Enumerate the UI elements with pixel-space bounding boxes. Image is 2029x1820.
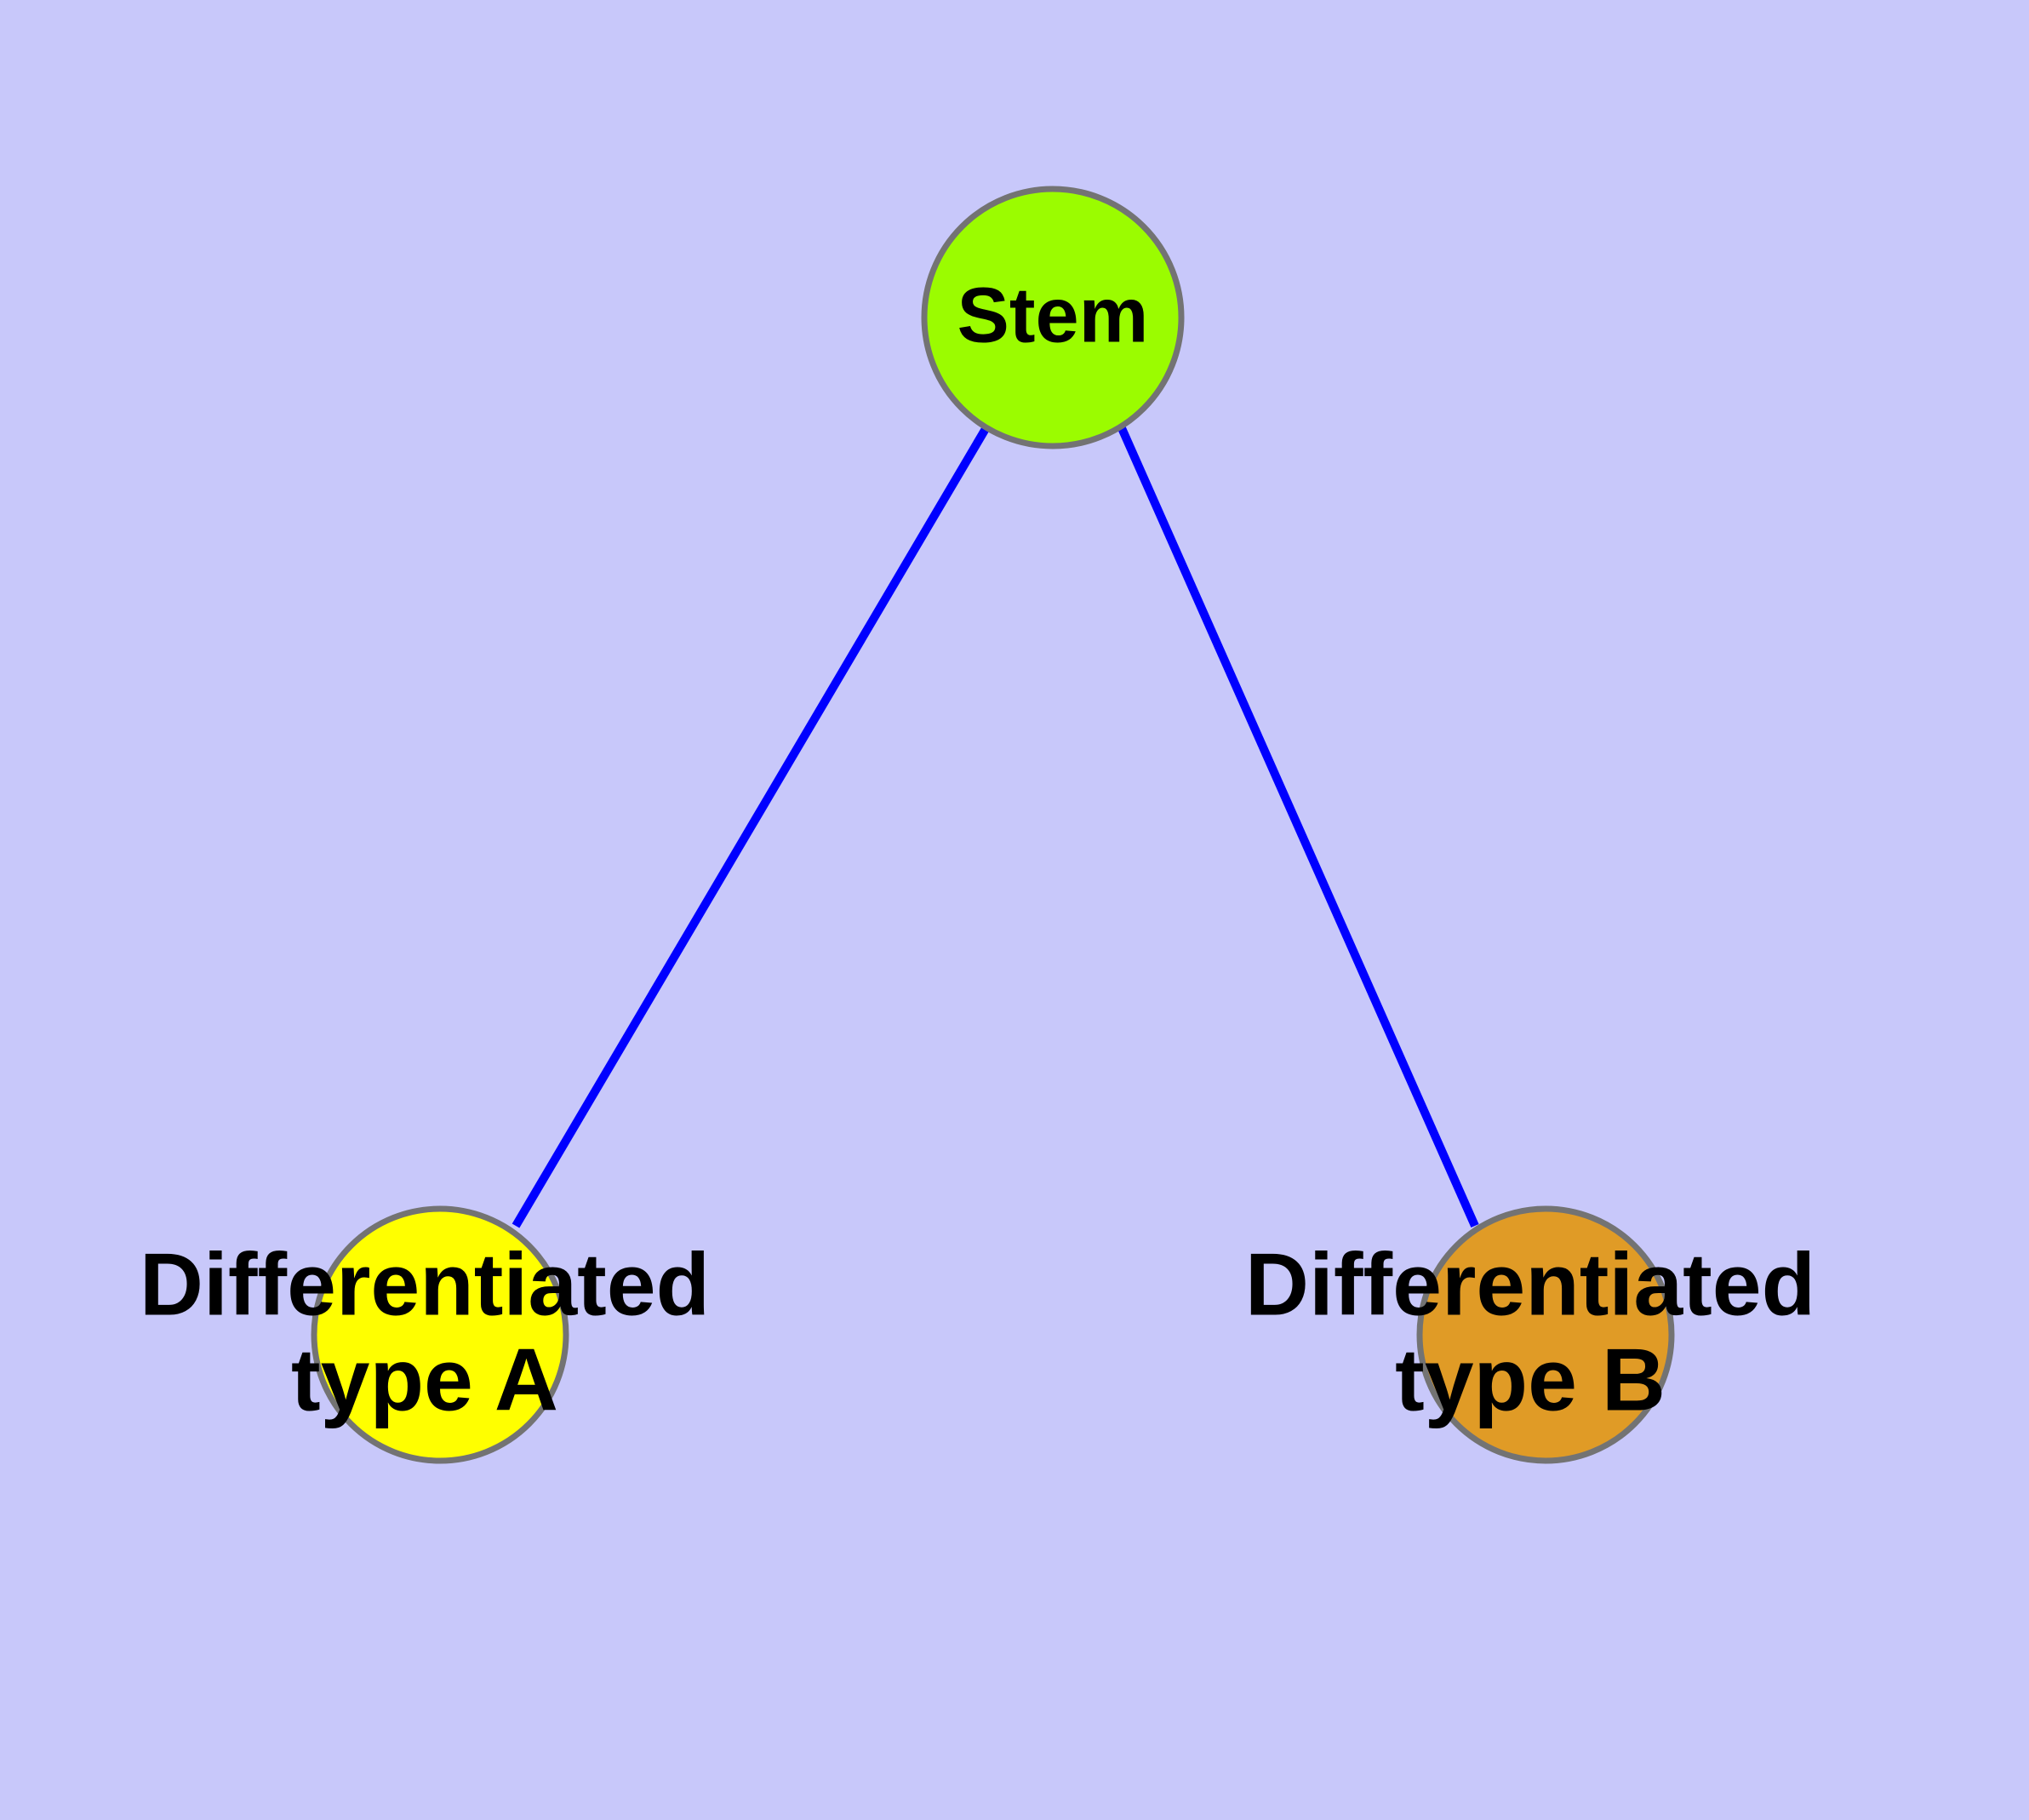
edge-stem-to-differentiated-type-a[interactable] [512,425,991,1228]
node-differentiated-type-a[interactable] [311,1205,569,1464]
edge-layer [512,425,1479,1228]
edge-stem-to-differentiated-type-b[interactable] [1117,426,1479,1228]
node-stem[interactable] [921,186,1185,449]
node-differentiated-type-b[interactable] [1416,1205,1675,1464]
node-layer [311,186,1675,1464]
